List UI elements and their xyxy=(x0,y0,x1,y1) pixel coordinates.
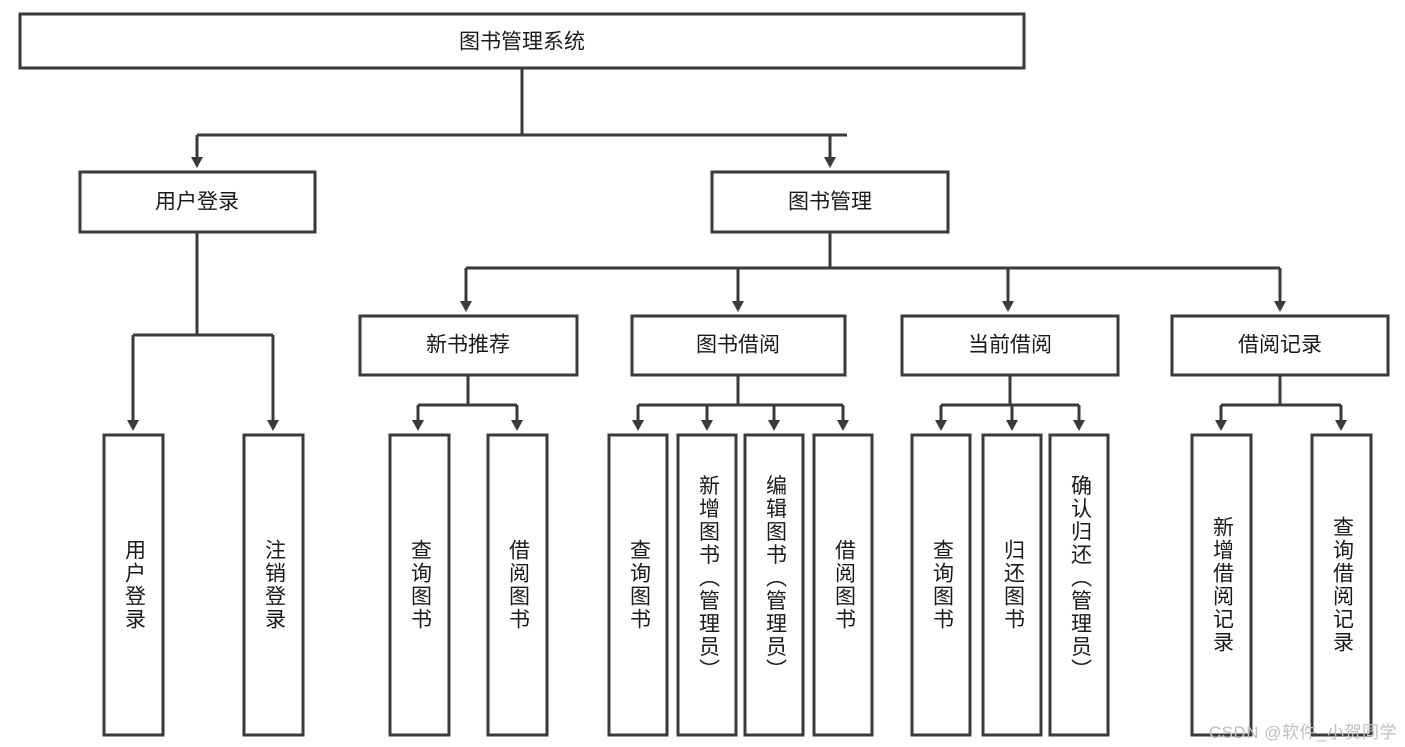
node-borrow-record-rect xyxy=(1170,314,1390,377)
node-borrow-record[interactable]: 借阅记录 xyxy=(1170,314,1390,377)
node-leaf-edit-book-label: 编辑图书（管理员） xyxy=(763,475,787,682)
node-leaf-query-book-3-rect xyxy=(910,433,972,737)
node-leaf-logout[interactable]: 注销登录 xyxy=(242,433,305,737)
node-leaf-query-book-2-label: 查询图书 xyxy=(627,539,651,631)
node-leaf-user-login-rect xyxy=(102,433,165,737)
node-root-rect xyxy=(18,12,1026,70)
node-leaf-query-book-3-label: 查询图书 xyxy=(930,539,954,631)
node-leaf-edit-book[interactable]: 编辑图书（管理员） xyxy=(743,433,805,737)
node-leaf-query-book-1[interactable]: 查询图书 xyxy=(388,433,451,737)
node-leaf-add-book-label: 新增图书（管理员） xyxy=(696,475,720,682)
node-leaf-query-record[interactable]: 查询借阅记录 xyxy=(1310,433,1373,737)
node-leaf-add-record-rect xyxy=(1190,433,1253,737)
node-book-borrow[interactable]: 图书借阅 xyxy=(630,314,847,377)
node-leaf-borrow-book-1-label: 借阅图书 xyxy=(506,539,530,631)
connector-borrowrecord-to-leaves xyxy=(1215,375,1347,431)
csdn-watermark: CSDN @软件_小贺同学 xyxy=(1208,723,1397,742)
node-leaf-borrow-book-2-label: 借阅图书 xyxy=(832,539,856,631)
node-leaf-query-record-label: 查询借阅记录 xyxy=(1330,516,1354,654)
node-leaf-return-book-label: 归还图书 xyxy=(1001,539,1025,631)
node-root[interactable]: 图书管理系统 xyxy=(18,12,1026,70)
node-root-label: 图书管理系统 xyxy=(459,31,585,54)
node-leaf-confirm-return-rect xyxy=(1048,433,1110,737)
node-book-manage[interactable]: 图书管理 xyxy=(710,170,950,234)
node-leaf-query-book-2[interactable]: 查询图书 xyxy=(607,433,669,737)
node-book-manage-label: 图书管理 xyxy=(788,191,872,214)
node-leaf-borrow-book-2[interactable]: 借阅图书 xyxy=(812,433,874,737)
node-leaf-user-login-label: 用户登录 xyxy=(122,539,146,631)
node-new-book-recommend-label: 新书推荐 xyxy=(426,334,510,357)
node-leaf-borrow-book-1[interactable]: 借阅图书 xyxy=(486,433,549,737)
connector-currentborrow-to-leaves xyxy=(935,375,1085,431)
node-leaf-query-record-rect xyxy=(1310,433,1373,737)
node-leaf-confirm-return-label: 确认归还（管理员） xyxy=(1068,475,1092,682)
connector-newbook-to-leaves xyxy=(412,375,523,431)
node-leaf-add-record-label: 新增借阅记录 xyxy=(1210,516,1234,654)
node-user-login-label: 用户登录 xyxy=(155,191,239,214)
node-new-book-recommend-rect xyxy=(358,314,579,377)
node-borrow-record-label: 借阅记录 xyxy=(1238,334,1322,357)
connector-bookmanage-to-level3 xyxy=(460,232,1286,312)
connector-root-to-level2 xyxy=(191,68,847,168)
node-leaf-return-book-rect xyxy=(981,433,1043,737)
node-new-book-recommend[interactable]: 新书推荐 xyxy=(358,314,579,377)
node-current-borrow-label: 当前借阅 xyxy=(968,334,1052,357)
node-leaf-query-book-2-rect xyxy=(607,433,669,737)
node-leaf-add-record[interactable]: 新增借阅记录 xyxy=(1190,433,1253,737)
node-leaf-query-book-1-label: 查询图书 xyxy=(408,539,432,631)
node-leaf-borrow-book-1-rect xyxy=(486,433,549,737)
node-leaf-query-book-1-rect xyxy=(388,433,451,737)
node-leaf-edit-book-rect xyxy=(743,433,805,737)
node-leaf-query-book-3[interactable]: 查询图书 xyxy=(910,433,972,737)
node-leaf-add-book[interactable]: 新增图书（管理员） xyxy=(676,433,738,737)
node-book-manage-rect xyxy=(710,170,950,234)
connector-bookborrow-to-leaves xyxy=(632,375,849,431)
node-user-login[interactable]: 用户登录 xyxy=(78,170,317,234)
connector-userlogin-to-leaves xyxy=(127,232,279,431)
node-leaf-borrow-book-2-rect xyxy=(812,433,874,737)
node-leaf-logout-label: 注销登录 xyxy=(262,539,286,631)
node-user-login-rect xyxy=(78,170,317,234)
node-leaf-add-book-rect xyxy=(676,433,738,737)
node-book-borrow-rect xyxy=(630,314,847,377)
node-leaf-confirm-return[interactable]: 确认归还（管理员） xyxy=(1048,433,1110,737)
node-leaf-return-book[interactable]: 归还图书 xyxy=(981,433,1043,737)
node-current-borrow-rect xyxy=(900,314,1120,377)
node-current-borrow[interactable]: 当前借阅 xyxy=(900,314,1120,377)
node-book-borrow-label: 图书借阅 xyxy=(696,334,780,357)
node-leaf-user-login[interactable]: 用户登录 xyxy=(102,433,165,737)
node-leaf-logout-rect xyxy=(242,433,305,737)
